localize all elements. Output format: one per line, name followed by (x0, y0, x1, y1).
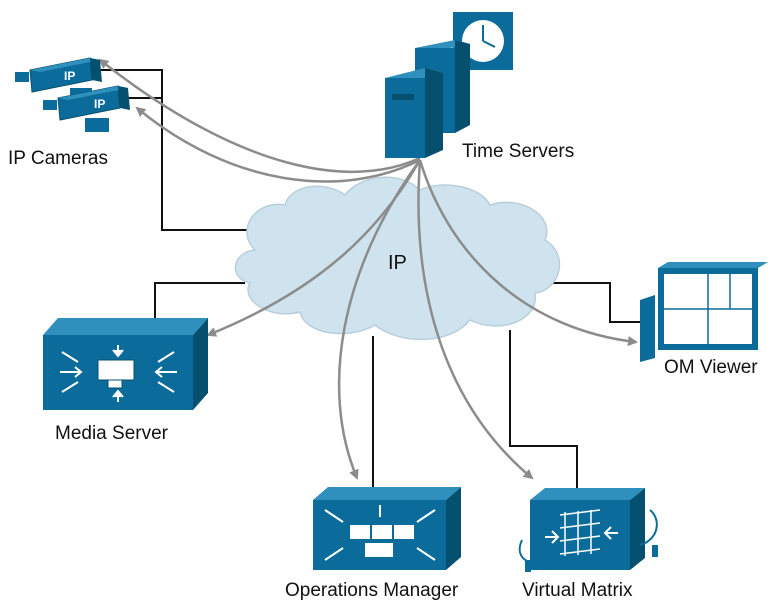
flow-to-ops-manager (337, 159, 422, 480)
ip-flows (98, 58, 638, 480)
media-server-label: Media Server (55, 423, 168, 444)
time-servers-label: Time Servers (462, 141, 575, 162)
time-servers-icon (385, 12, 513, 158)
link-matrix-cloud (509, 330, 578, 488)
ip-cloud (234, 176, 561, 341)
camera-icon (97, 359, 135, 389)
ip-cameras-icon: IP IP (15, 57, 130, 132)
om-viewer-icon (640, 262, 768, 362)
flow-to-om-viewer (418, 159, 638, 347)
om-viewer-label: OM Viewer (664, 357, 758, 378)
flow-to-virtual-matrix (417, 159, 534, 480)
virtual-matrix-label: Virtual Matrix (522, 580, 633, 601)
operations-manager-icon (313, 487, 461, 570)
camera-2: IP (43, 85, 130, 132)
flow-to-camera-2 (135, 106, 421, 183)
wired-links (100, 69, 640, 488)
server-front (385, 68, 443, 158)
svg-text:IP: IP (94, 97, 105, 111)
link-om-cloud (545, 282, 640, 323)
link-media-cloud (154, 282, 245, 318)
svg-text:IP: IP (64, 69, 75, 83)
operations-manager-label: Operations Manager (285, 580, 459, 601)
virtual-matrix-icon (518, 488, 658, 572)
flow-to-media-server (206, 159, 422, 337)
cloud-label: IP (388, 252, 407, 274)
camera-1: IP (15, 57, 102, 100)
flow-to-camera-1 (98, 58, 421, 173)
ip-cameras-label: IP Cameras (8, 148, 108, 169)
media-server-icon (43, 318, 208, 410)
link-cameras-cloud (100, 69, 270, 231)
